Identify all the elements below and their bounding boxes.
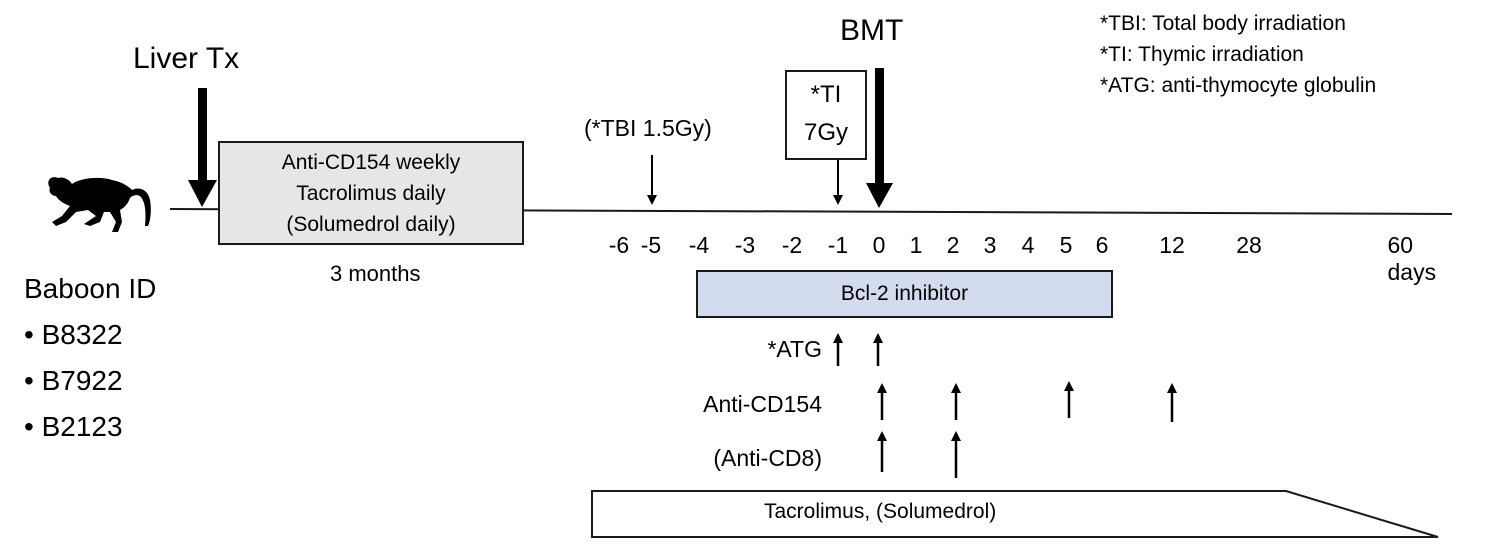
baboon-id-item: • B8322 [24,319,123,350]
liver-tx-title: Liver Tx [133,42,240,75]
baboon-heading: Baboon ID [24,273,157,304]
tick-label: 5 [1059,232,1073,258]
tick-label: 3 [983,232,997,258]
tick-label: 60 days [1387,232,1437,285]
liver-tx-arrow-icon [188,88,217,207]
tacrolimus-label: Tacrolimus, (Solumedrol) [764,500,997,523]
ti-line-2: 7Gy [803,119,848,146]
ti-box: *TI 7Gy [785,70,867,160]
bmt-title: BMT [840,14,904,47]
pre-treatment-box: Anti-CD154 weekly Tacrolimus daily (Solu… [218,141,524,245]
atg-row-label: *ATG [767,336,822,362]
cd8-row-label: (Anti-CD8) [713,445,822,471]
monkey-silhouette-icon [48,177,151,232]
tick-label: 4 [1021,232,1035,258]
tick-label: 1 [909,232,923,258]
pre-duration-label: 3 months [330,261,421,286]
tick-label: -1 [827,232,849,258]
tick-label: 2 [946,232,960,258]
bcl2-inhibitor-bar: Bcl-2 inhibitor [696,270,1113,318]
pre-line-3: (Solumedrol daily) [286,213,456,236]
bcl2-label: Bcl-2 inhibitor [840,282,969,305]
tick-label: 0 [872,232,886,258]
tacrolimus-bar [591,490,1439,538]
bmt-arrow-icon [866,68,893,208]
tick-label: -6 [608,232,630,258]
cd8-arrows [877,431,961,478]
baboon-id-item: • B2123 [24,411,123,442]
baboon-id-list: Baboon ID • B8322 • B7922 • B2123 [24,266,156,450]
atg-arrows [833,333,883,366]
abbreviation-legend: *TBI: Total body irradiation *TI: Thymic… [1100,8,1376,101]
legend-ti: *TI: Thymic irradiation [1100,43,1304,66]
tick-label: -4 [688,232,710,258]
tick-label: -5 [640,232,662,258]
legend-tbi: *TBI: Total body irradiation [1100,12,1346,35]
tick-label: 6 [1095,232,1109,258]
cd154-row-label: Anti-CD154 [703,391,822,417]
tick-label: -2 [781,232,803,258]
pre-line-2: Tacrolimus daily [296,182,446,205]
tbi-label: (*TBI 1.5Gy) [584,115,712,141]
tick-label: 28 [1236,232,1262,258]
ti-line-1: *TI [810,81,842,108]
baboon-id-item: • B7922 [24,365,123,396]
tick-label: -3 [734,232,756,258]
cd154-arrows [877,381,1177,422]
legend-atg: *ATG: anti-thymocyte globulin [1100,74,1377,97]
tick-label: 12 [1159,232,1185,258]
pre-line-1: Anti-CD154 weekly [281,151,461,174]
